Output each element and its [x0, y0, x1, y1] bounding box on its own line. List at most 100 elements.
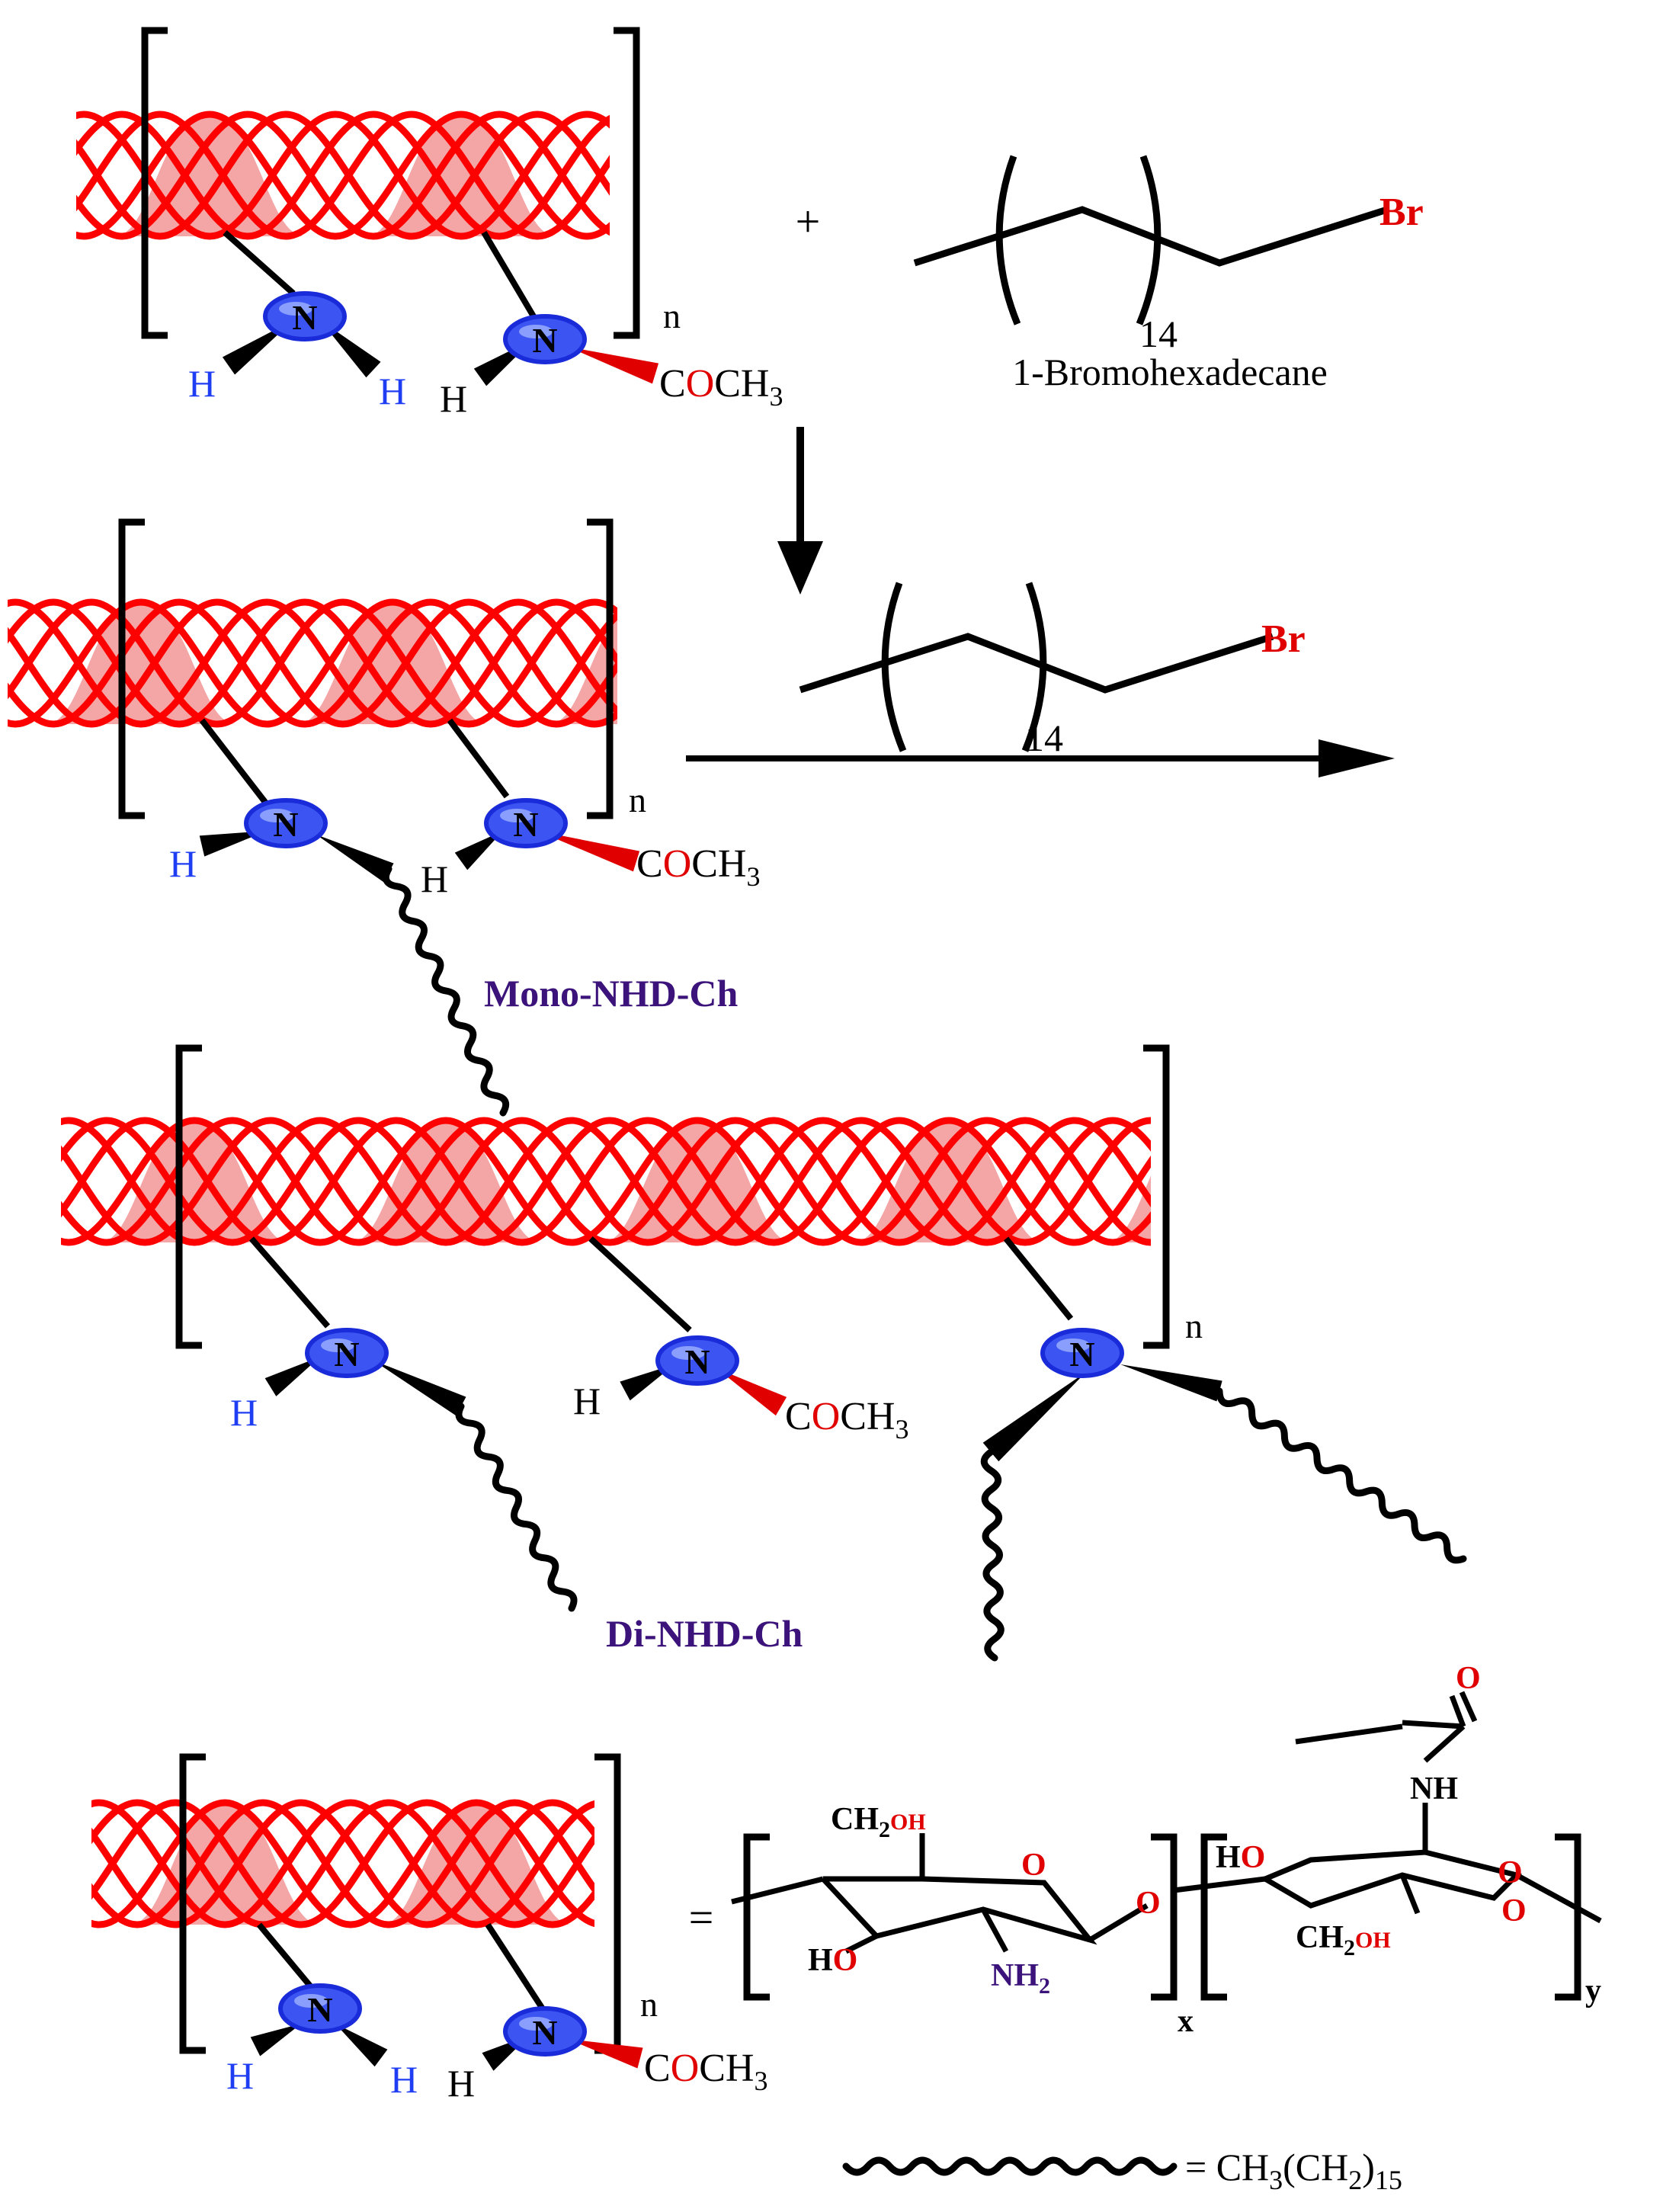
- helix-strand-a: [8, 598, 617, 728]
- subscript-n-legend: n: [640, 1985, 658, 2024]
- bond-n2-mono: [447, 718, 510, 799]
- wedge-h-mono: [199, 831, 267, 857]
- helix-shade: [549, 617, 617, 724]
- nitrogen-label: N: [684, 1342, 710, 1381]
- nitrogen-mono-1: N: [244, 798, 328, 848]
- wedge-acetyl-di: [716, 1368, 787, 1416]
- nitrogen-label: N: [292, 298, 317, 337]
- acetyl-label: COCH3: [659, 362, 783, 412]
- bracket-di: [175, 1044, 1170, 1349]
- acetyl-mono: COCH3: [636, 842, 761, 892]
- h-legend-2: H: [390, 2058, 418, 2101]
- right-bracket: [1143, 1044, 1170, 1349]
- sugar-bracket-x-right: [1151, 1833, 1178, 2001]
- alkyl-wave-legend: [842, 2156, 1178, 2176]
- helix-strand-a: [61, 1117, 1151, 1246]
- helix-legend: [91, 1799, 594, 1928]
- nitrogen-highlight: [279, 302, 312, 316]
- nitrogen-label: N: [273, 805, 298, 844]
- helix-strand-a: [61, 1117, 1151, 1246]
- helix-strand-b: [8, 598, 617, 728]
- nitrogen-label: N: [307, 1990, 332, 2029]
- h-di-1: H: [230, 1391, 258, 1434]
- ring-1-bond-left: [731, 1876, 824, 1905]
- nitrogen-top-2: N: [503, 314, 587, 364]
- ring-o-2-top: O: [1498, 1855, 1523, 1890]
- nitrogen-highlight: [321, 1338, 354, 1352]
- h-top-2: H: [379, 370, 406, 412]
- bond-n3-di: [1003, 1236, 1074, 1321]
- nitrogen-highlight: [1056, 1338, 1090, 1352]
- wedge-h2-top: [320, 320, 381, 378]
- helix-top: [76, 111, 808, 240]
- nitrogen-top-1: N: [263, 291, 347, 341]
- h-legend-3: H: [447, 2062, 475, 2105]
- di-label: Di-NHD-Ch: [606, 1612, 803, 1655]
- reagent-chain-top: [913, 155, 1389, 325]
- sugar-bracket-y-left: [1200, 1833, 1227, 2001]
- bond-n1-mono: [199, 718, 270, 806]
- nitrogen-legend-2: N: [503, 2006, 587, 2057]
- alkyl-wave-di-2: [980, 1448, 1005, 1662]
- left-bracket: [175, 1044, 202, 1349]
- helix-shade: [617, 114, 808, 236]
- ring-2-ch2oh-bond: [1399, 1874, 1421, 1915]
- acetyl-label: COCH3: [785, 1395, 909, 1444]
- helix-strand-a: [61, 1117, 1151, 1246]
- nitrogen-label: N: [1069, 1335, 1094, 1374]
- helix-strand-a: [8, 598, 617, 728]
- mono-label: Mono-NHD-Ch: [484, 972, 739, 1015]
- chain-formula: = CH3(CH2)15: [1185, 2146, 1402, 2195]
- subscript-n-di: n: [1185, 1306, 1203, 1345]
- alkyl-wave-di-3: [1216, 1387, 1467, 1564]
- ring-2: [1264, 1849, 1522, 1909]
- ch2oh-ring-1: CH2OH: [831, 1802, 926, 1842]
- nitrogen-di-2: N: [655, 1335, 739, 1386]
- nitrogen-di-3: N: [1040, 1328, 1124, 1378]
- nitrogen-highlight: [519, 325, 553, 338]
- acetyl-di: COCH3: [785, 1395, 909, 1444]
- ring-o-1: O: [1021, 1848, 1046, 1883]
- helix-strand-a: [91, 1799, 594, 1928]
- helix-strand-b: [61, 1117, 1151, 1246]
- helix-strand-b: [76, 111, 610, 240]
- wedge-chain-di-1: [373, 1361, 466, 1416]
- helix-strand-b: [91, 1799, 594, 1928]
- h-legend-1: H: [226, 2054, 254, 2097]
- nitrogen-highlight: [260, 809, 293, 822]
- amide-cn: [1402, 1720, 1464, 1730]
- nitrogen-label: N: [334, 1335, 359, 1374]
- nh2-ring-1: NH2: [991, 1958, 1050, 1999]
- left-bracket: [118, 518, 145, 819]
- alkyl-chain: [799, 633, 1274, 694]
- ring-o-2: O: [1501, 1893, 1527, 1928]
- count-14-mid: 14: [1025, 716, 1063, 759]
- wedge-acetyl-legend: [568, 2039, 643, 2069]
- amide-bond: [1423, 1724, 1466, 1763]
- right-arrow-head: [1319, 739, 1395, 777]
- subscript-n-top: n: [663, 297, 681, 335]
- bracket-mono: [118, 518, 614, 819]
- down-arrow-head: [777, 541, 823, 595]
- ring-1-oh-bond: [844, 1933, 878, 1954]
- amide-methyl: [1295, 1723, 1403, 1745]
- h-mono-2: H: [421, 858, 448, 900]
- plus-sign: +: [796, 197, 821, 246]
- right-paren: [1136, 155, 1162, 325]
- equals-sign: =: [689, 1893, 714, 1942]
- carbonyl-bond-1: [1449, 1694, 1466, 1728]
- ch2oh-ring-2: CH2OH: [1296, 1920, 1391, 1960]
- nitrogen-highlight: [519, 2017, 553, 2031]
- nitrogen-label: N: [513, 805, 538, 844]
- nitrogen-highlight: [671, 1346, 705, 1360]
- wedge-h2-legend: [335, 2024, 388, 2067]
- count-14-top: 14: [1139, 313, 1178, 355]
- helix-strand-a: [76, 111, 610, 240]
- acetyl-top: COCH3: [659, 362, 783, 412]
- helix-strand-b: [76, 111, 610, 240]
- nitrogen-highlight: [500, 809, 534, 822]
- acetyl-label: COCH3: [636, 842, 761, 892]
- wedge-chain-mono: [316, 835, 394, 883]
